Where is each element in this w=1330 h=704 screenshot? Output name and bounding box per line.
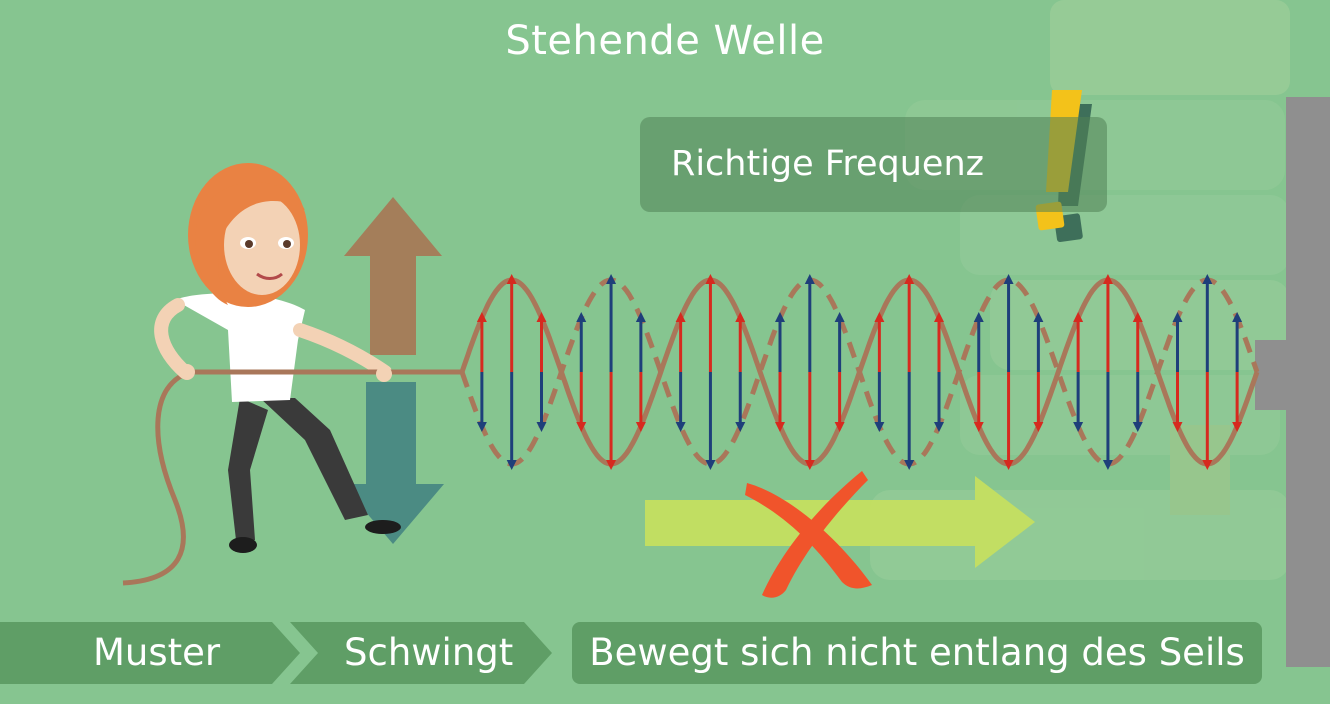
wave-arrow	[606, 274, 617, 284]
wave-arrow	[1003, 274, 1014, 284]
wave-arrow	[1033, 312, 1044, 322]
wave-arrow	[506, 460, 517, 470]
wave-arrow	[1073, 312, 1084, 322]
wave-arrow	[973, 422, 984, 432]
wave-arrow	[1073, 422, 1084, 432]
wave-arrow	[606, 460, 617, 470]
standing-wave	[459, 274, 1260, 470]
wave-arrow	[775, 312, 785, 322]
step-label: Schwingt	[344, 631, 514, 674]
wave-arrow	[1132, 422, 1143, 432]
wave-arrow	[874, 422, 885, 432]
wave-arrow	[904, 460, 915, 470]
statement-banner: Bewegt sich nicht entlang des Seils	[572, 622, 1262, 684]
wave-arrow	[804, 460, 815, 470]
wave-arrow	[705, 274, 716, 284]
wave-arrow	[536, 312, 547, 322]
wave-arrow	[506, 274, 517, 284]
wave-arrow	[934, 312, 944, 322]
wave-arrow	[973, 312, 984, 322]
wave-arrow	[675, 422, 686, 432]
wave-arrow	[1232, 312, 1243, 322]
woman-pulling-rope	[122, 163, 462, 586]
wave-arrow	[635, 422, 646, 432]
wave-arrow	[576, 422, 587, 432]
wave-arrow	[1132, 312, 1143, 322]
wave-arrow	[1202, 274, 1213, 284]
step-chevron-oscillates: Schwingt	[290, 622, 552, 684]
wave-arrow	[576, 312, 587, 322]
wave-arrow	[735, 312, 746, 322]
step-label: Muster	[93, 631, 221, 674]
wave-arrow	[934, 422, 944, 432]
right-arrow-icon	[645, 476, 1035, 568]
wave-arrow	[536, 422, 547, 432]
callout-label: Richtige Frequenz	[671, 144, 985, 184]
wave-arrow	[1102, 274, 1113, 284]
wave-arrow	[675, 312, 686, 322]
wave-arrow	[1172, 422, 1183, 432]
wave-arrow	[476, 312, 487, 322]
wave-arrow	[1003, 460, 1014, 470]
wave-arrow	[1202, 460, 1213, 470]
wave-arrow	[775, 422, 785, 432]
wave-arrow	[735, 422, 746, 432]
up-arrow-icon	[344, 197, 442, 355]
wave-arrow	[635, 312, 646, 322]
wave-arrow	[1172, 312, 1183, 322]
frequency-callout: Richtige Frequenz	[640, 117, 1107, 212]
down-arrow-icon	[342, 382, 444, 544]
background-books	[870, 0, 1290, 580]
wave-arrow	[1232, 422, 1243, 432]
cross-icon	[745, 471, 872, 598]
page-title: Stehende Welle	[505, 18, 825, 64]
wave-arrow	[1102, 460, 1113, 470]
step-chevron-pattern: Muster	[0, 622, 300, 684]
wave-arrow	[804, 274, 815, 284]
wave-arrow	[834, 312, 845, 322]
wave-arrow	[834, 422, 845, 432]
wave-solid	[459, 277, 1260, 467]
wave-arrow	[705, 460, 716, 470]
wave-arrow	[476, 422, 487, 432]
wave-arrow	[904, 274, 915, 284]
wall-icon	[1255, 97, 1330, 667]
wave-arrow	[1033, 422, 1044, 432]
wave-arrow	[874, 312, 885, 322]
